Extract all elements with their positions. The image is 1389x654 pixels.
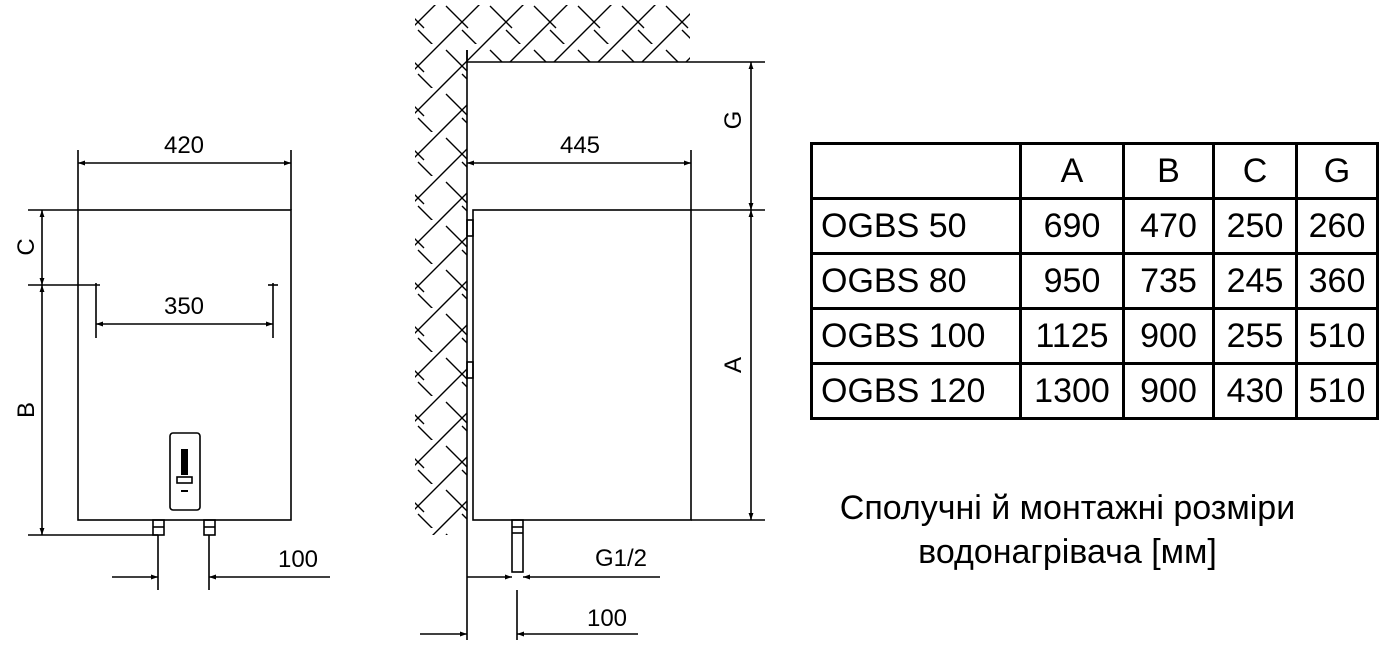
pipe-spacing-label: 100	[278, 546, 318, 573]
value-C: 250	[1212, 197, 1298, 255]
caption-line-2: водонагрівача [мм]	[918, 533, 1217, 571]
width-label: 420	[164, 132, 204, 159]
value-G: 510	[1295, 307, 1379, 365]
table-row: OGBS 80 950 735 245 360	[810, 252, 1379, 310]
header-model	[810, 142, 1022, 200]
value-C: 245	[1212, 252, 1298, 310]
control-panel	[169, 432, 201, 511]
front-view	[28, 150, 330, 590]
depth-label: 445	[560, 132, 600, 159]
caption: Сполучні й монтажні розміри водонагрівач…	[795, 486, 1340, 574]
value-G: 360	[1295, 252, 1379, 310]
value-B: 900	[1122, 307, 1215, 365]
thermostat-indicator	[181, 449, 188, 475]
header-A: A	[1019, 142, 1125, 200]
dim-A-label: A	[720, 357, 747, 373]
side-pipe	[511, 519, 524, 573]
model-cell: OGBS 80	[810, 252, 1022, 310]
value-C: 430	[1212, 362, 1298, 420]
header-C: C	[1212, 142, 1298, 200]
dim-G-label: G	[720, 111, 747, 130]
side-view	[415, 5, 768, 535]
thermostat-knob	[176, 476, 193, 484]
value-G: 260	[1295, 197, 1379, 255]
value-A: 1125	[1019, 307, 1125, 365]
table-header-row: A B C G	[810, 142, 1379, 200]
wall-hatching	[415, 5, 690, 535]
thread-label: G1/2	[595, 545, 647, 572]
caption-line-1: Сполучні й монтажні розміри	[839, 489, 1296, 527]
value-B: 470	[1122, 197, 1215, 255]
header-G: G	[1295, 142, 1379, 200]
value-A: 1300	[1019, 362, 1125, 420]
value-C: 255	[1212, 307, 1298, 365]
header-B: B	[1122, 142, 1215, 200]
heater-body-front	[77, 209, 292, 521]
table-row: OGBS 120 1300 900 430 510	[810, 362, 1379, 420]
wall-offset-label: 100	[587, 605, 627, 632]
model-cell: OGBS 120	[810, 362, 1022, 420]
value-G: 510	[1295, 362, 1379, 420]
dim-C-label: C	[13, 238, 40, 255]
value-B: 735	[1122, 252, 1215, 310]
value-A: 950	[1019, 252, 1125, 310]
table-row: OGBS 100 1125 900 255 510	[810, 307, 1379, 365]
model-cell: OGBS 50	[810, 197, 1022, 255]
dimensions-table: A B C G OGBS 50 690 470 250 260 OGBS 80 …	[810, 142, 1379, 420]
value-B: 900	[1122, 362, 1215, 420]
value-A: 690	[1019, 197, 1125, 255]
table-row: OGBS 50 690 470 250 260	[810, 197, 1379, 255]
dim-B-label: B	[13, 402, 40, 418]
mount-spacing-label: 350	[164, 293, 204, 320]
model-cell: OGBS 100	[810, 307, 1022, 365]
